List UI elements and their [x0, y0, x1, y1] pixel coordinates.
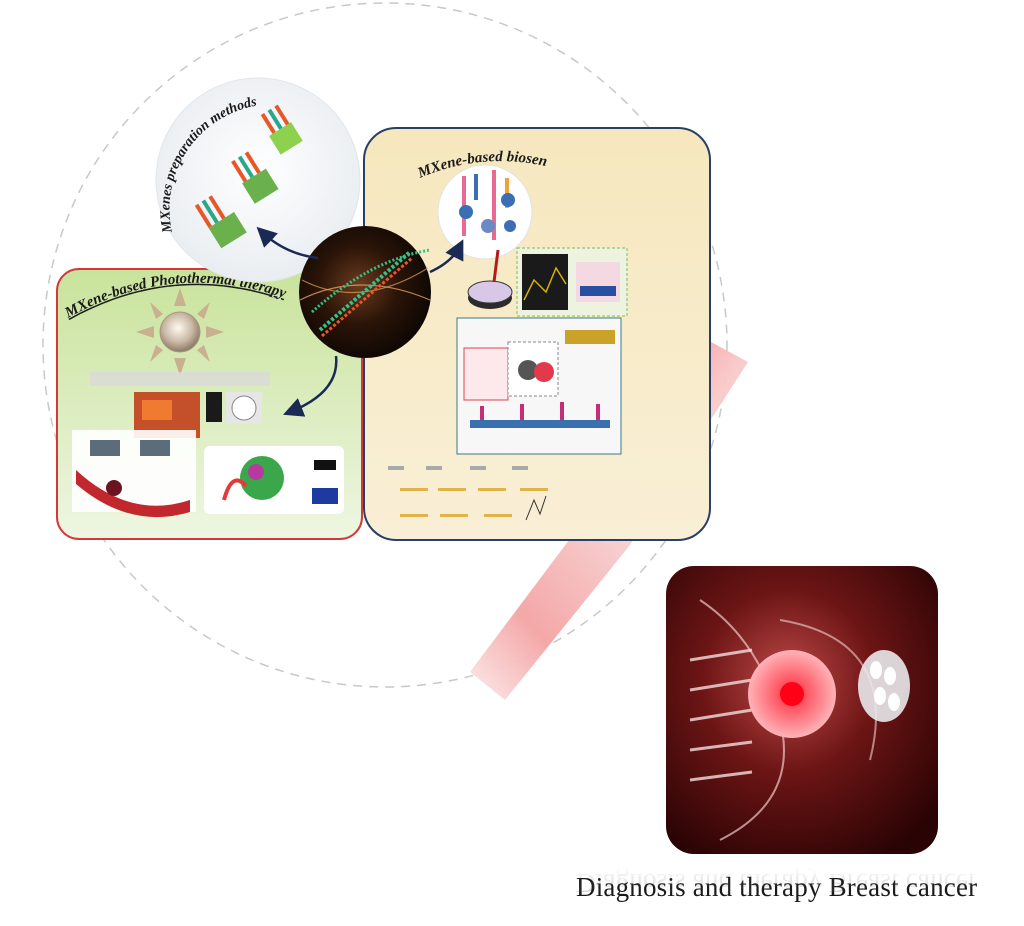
sun-icon — [136, 288, 224, 376]
biosensor-assay-steps — [388, 466, 548, 521]
photothermal-scheme — [72, 372, 344, 518]
outer-dashed-circle — [42, 2, 728, 688]
breast-cancer-tile — [666, 566, 938, 854]
biosensor-circuit-circle — [437, 164, 533, 260]
biosensor-scheme — [456, 317, 622, 455]
gc-electrode — [467, 249, 513, 309]
footer-caption-reflection: Diagnosis and therapy Breast cancer — [576, 868, 978, 898]
footer-caption: Diagnosis and therapy Breast cancer — [576, 872, 978, 902]
mxene-core-circle — [299, 226, 431, 358]
connector-arrows — [256, 226, 464, 417]
photothermal-panel: MXene-based Photothermal therapy — [56, 268, 363, 540]
biosensor-inset — [516, 247, 628, 317]
lobule-icon — [858, 650, 910, 722]
